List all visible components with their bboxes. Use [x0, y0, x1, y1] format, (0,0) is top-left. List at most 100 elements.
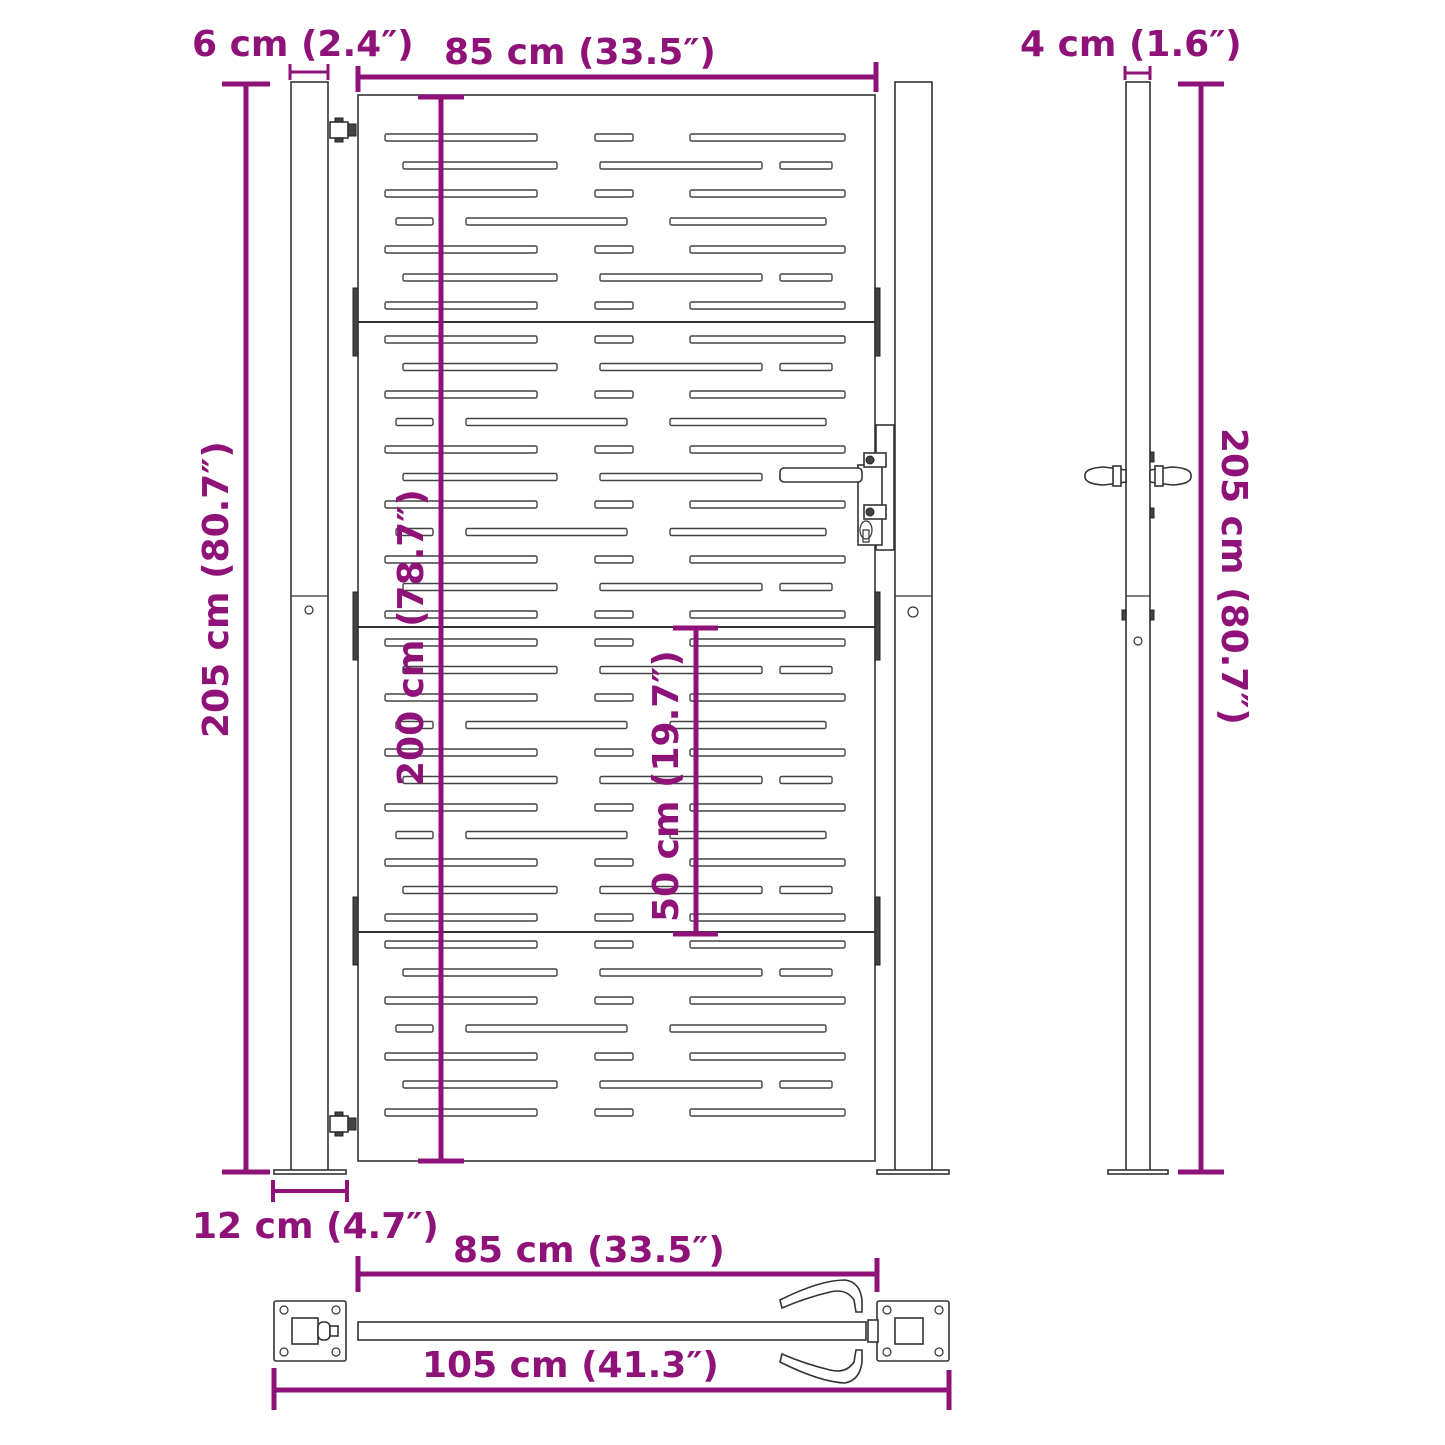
slot — [384, 133, 538, 142]
slot — [384, 390, 538, 399]
slot — [465, 1024, 628, 1033]
gate-height-label: 200 cm (78.7″) — [391, 489, 432, 786]
slot — [689, 748, 846, 757]
slot — [599, 665, 763, 675]
slot — [384, 996, 538, 1005]
slot — [594, 638, 634, 647]
dimension-labels: 6 cm (2.4″) 85 cm (33.5″) 4 cm (1.6″) 20… — [192, 24, 1254, 1386]
slot — [594, 610, 634, 619]
slot — [465, 720, 628, 730]
side-post-width-label: 4 cm (1.6″) — [1020, 24, 1242, 65]
slot — [594, 390, 634, 399]
slot — [594, 858, 634, 867]
slot — [689, 940, 846, 949]
slot — [402, 161, 558, 170]
slot — [395, 527, 434, 537]
slot — [779, 885, 833, 895]
total-height-right-label: 205 cm (80.7″) — [1213, 428, 1254, 725]
side-handle-icon — [1084, 451, 1192, 621]
slot — [402, 472, 558, 482]
slot — [384, 693, 538, 702]
slot — [689, 1108, 846, 1117]
gate-width-plan-label: 85 cm (33.5″) — [453, 1230, 725, 1271]
slot — [384, 913, 538, 922]
total-height-left-label: 205 cm (80.7″) — [196, 441, 237, 738]
slot — [594, 555, 634, 564]
lever-handle-icon — [779, 424, 895, 551]
slot — [594, 301, 634, 310]
slot — [689, 1052, 846, 1061]
left-post — [273, 81, 357, 1175]
slot — [594, 335, 634, 344]
slot — [465, 417, 628, 427]
slot — [689, 335, 846, 344]
slot — [384, 335, 538, 344]
slot — [689, 996, 846, 1005]
slot — [594, 445, 634, 454]
slot — [599, 362, 763, 372]
slot — [384, 1052, 538, 1061]
slot — [689, 245, 846, 254]
slot — [689, 500, 846, 509]
slot — [384, 940, 538, 949]
slot — [689, 445, 846, 454]
slot — [465, 217, 628, 226]
slot — [384, 858, 538, 867]
slot — [779, 1080, 833, 1089]
slot — [594, 245, 634, 254]
slot — [384, 638, 538, 647]
left-base-plate — [273, 1300, 347, 1362]
slot — [594, 133, 634, 142]
slot — [599, 1080, 763, 1089]
slot — [689, 610, 846, 619]
base-plate-width-label: 12 cm (4.7″) — [192, 1206, 439, 1247]
slot — [395, 830, 434, 840]
post-width-label: 6 cm (2.4″) — [192, 24, 414, 65]
slot — [594, 500, 634, 509]
slot — [402, 885, 558, 895]
slot — [689, 555, 846, 564]
right-base-plate — [867, 1300, 950, 1362]
slot — [599, 775, 763, 785]
slot — [599, 161, 763, 170]
slot — [594, 748, 634, 757]
bottom-hinge-icon — [329, 1111, 357, 1137]
total-width-plan-label: 105 cm (41.3″) — [422, 1345, 719, 1386]
top-hinge-icon — [329, 117, 357, 143]
slot — [594, 913, 634, 922]
gate-leaf — [352, 94, 881, 1162]
slot — [669, 217, 827, 226]
slot — [395, 217, 434, 226]
slot — [689, 858, 846, 867]
slot — [779, 968, 833, 977]
slot — [669, 1024, 827, 1033]
slot — [594, 940, 634, 949]
slot — [402, 362, 558, 372]
slot — [384, 445, 538, 454]
slot — [599, 472, 763, 482]
slot — [384, 610, 538, 619]
slot — [384, 803, 538, 812]
slot — [594, 189, 634, 198]
slot — [395, 1024, 434, 1033]
slot — [689, 803, 846, 812]
dimension-lines — [222, 62, 1224, 1410]
front-view — [273, 81, 950, 1175]
slot — [384, 301, 538, 310]
slot — [384, 189, 538, 198]
slot — [594, 693, 634, 702]
cylinder-lock-icon — [859, 520, 873, 543]
gate-plan-bar — [357, 1321, 867, 1341]
slot — [669, 417, 827, 427]
slot — [779, 161, 833, 170]
slot — [689, 390, 846, 399]
slot — [689, 693, 846, 702]
slot — [465, 830, 628, 840]
slot — [779, 665, 833, 675]
slot — [779, 582, 833, 592]
slot — [402, 273, 558, 282]
slot — [599, 968, 763, 977]
panel-height-label: 50 cm (19.7″) — [646, 650, 687, 922]
slot — [669, 527, 827, 537]
slot — [779, 273, 833, 282]
